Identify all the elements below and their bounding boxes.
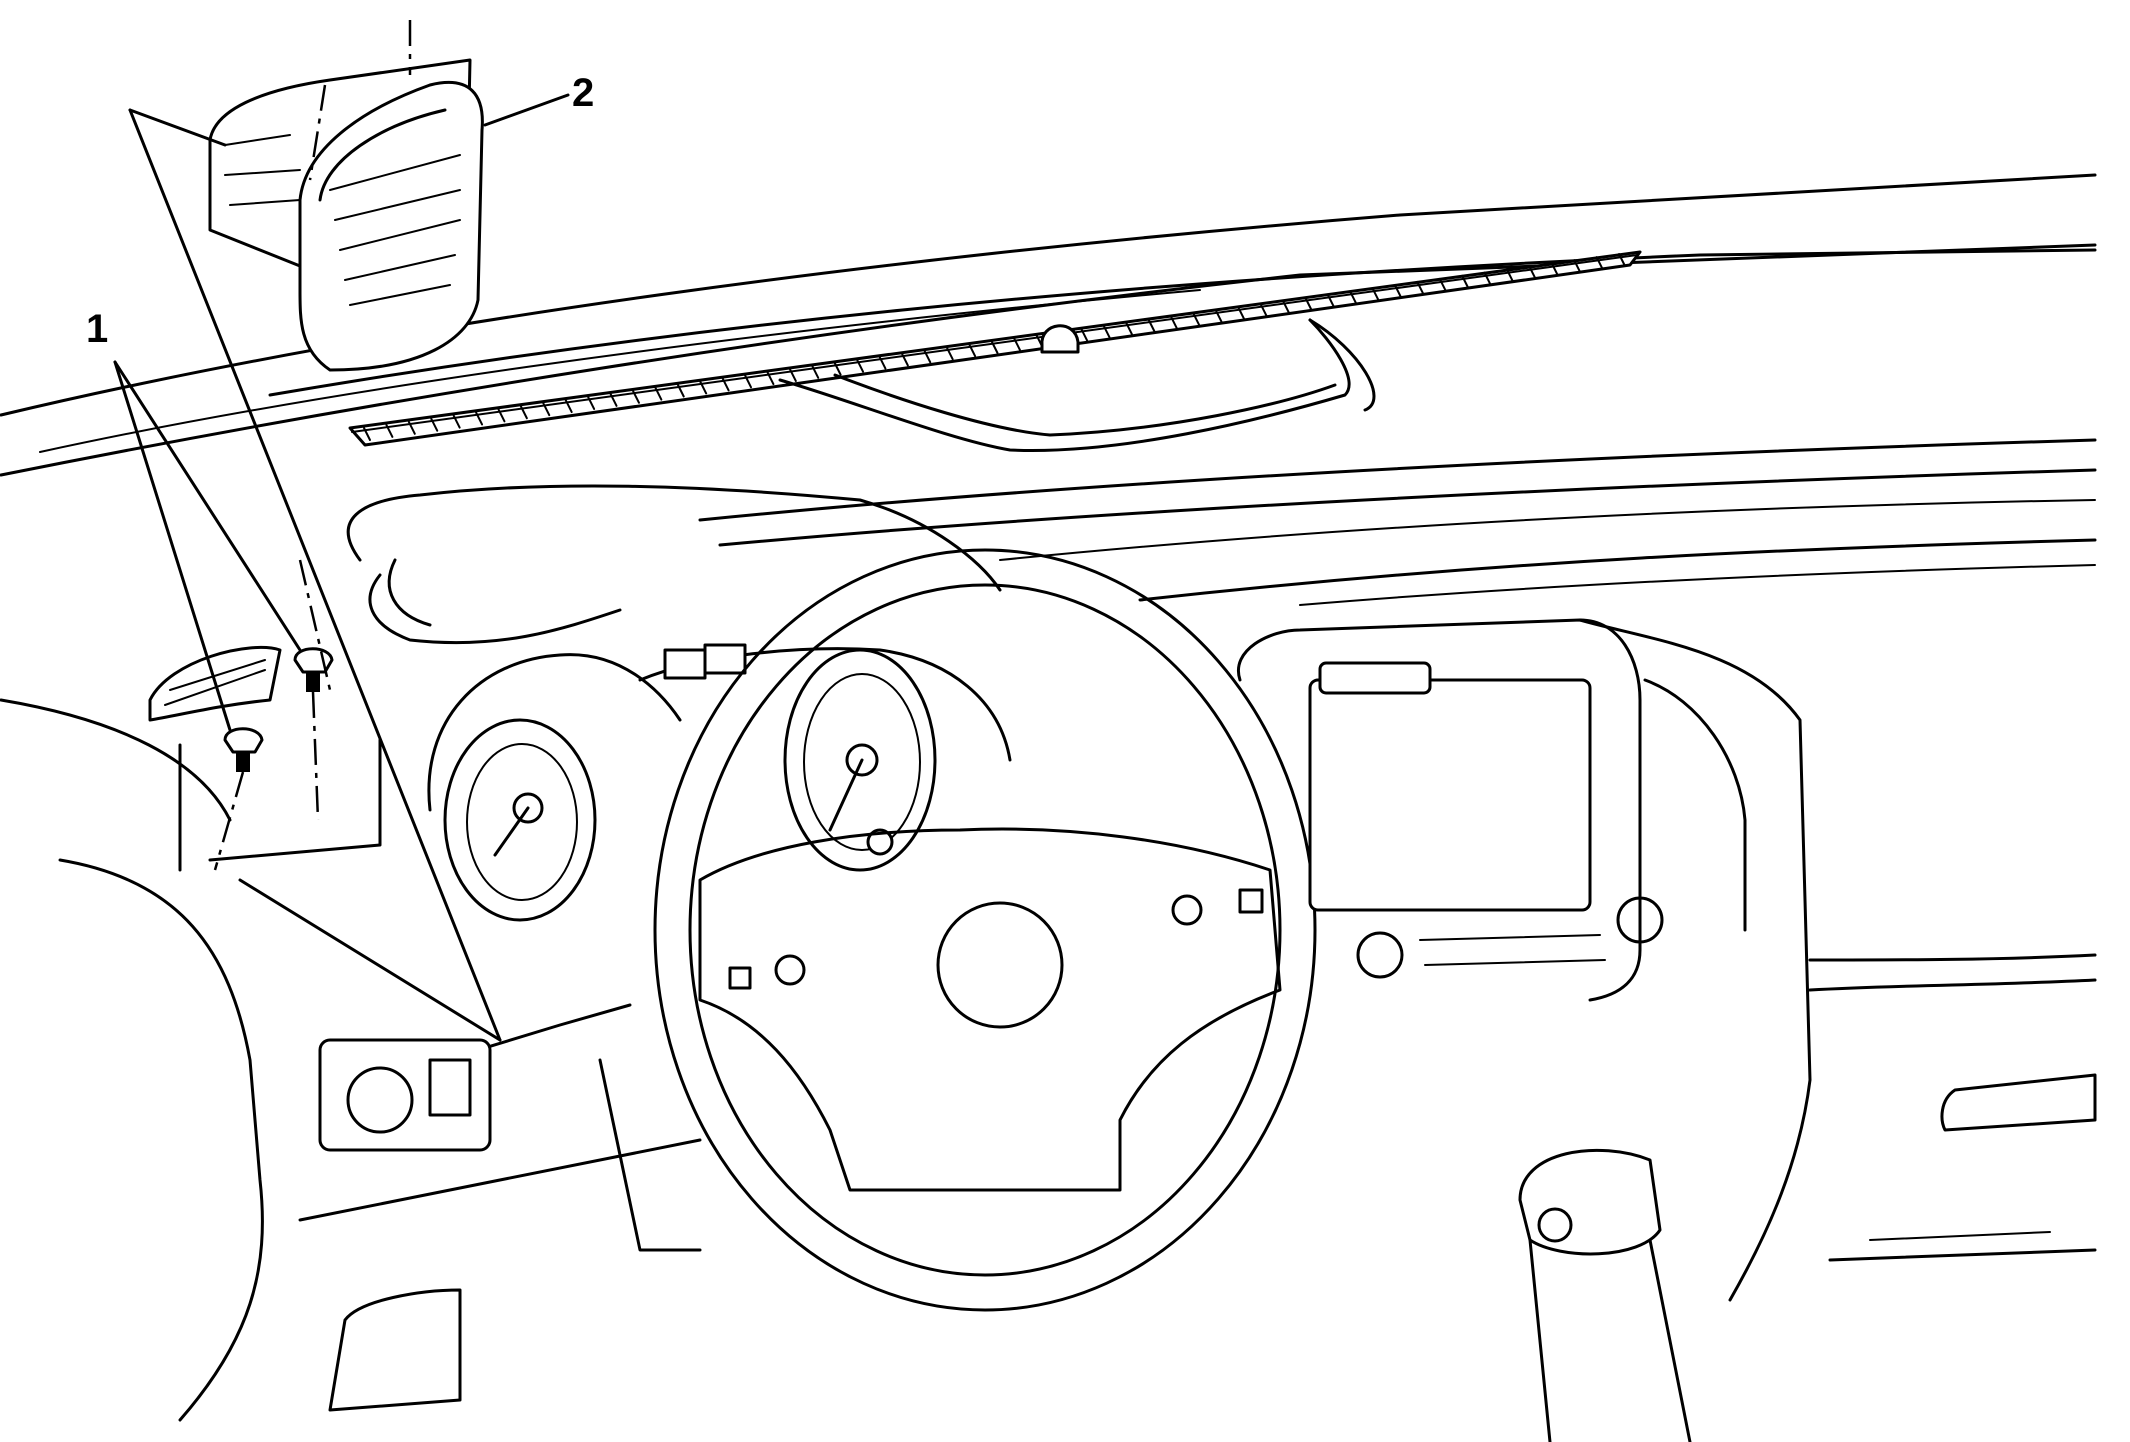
callout-2: 2 [483, 71, 594, 127]
grille-slat [699, 380, 708, 395]
grille-slat [1393, 284, 1402, 299]
grille-slat [1237, 305, 1246, 320]
grille-slat [968, 343, 977, 358]
grille-slat [1483, 271, 1492, 286]
grille-slat [363, 427, 371, 441]
zoom-lines [128, 20, 502, 1042]
grille-slat [1259, 302, 1268, 317]
grille-slat [676, 383, 685, 398]
callout-2-leader [483, 93, 570, 127]
grille-slat [1349, 290, 1358, 305]
grille-slat [407, 420, 416, 435]
grille-slat [1304, 296, 1313, 311]
grille-slat [1124, 321, 1133, 336]
grille-slat [1012, 336, 1021, 351]
grille-slat [654, 386, 663, 401]
fastener-left [213, 727, 264, 871]
grille-slat [497, 408, 506, 423]
grille-slat [1281, 299, 1290, 314]
grille-slat [721, 377, 730, 392]
grille-slat [878, 355, 887, 370]
grille-slat [475, 411, 484, 426]
grille-slat [1080, 327, 1089, 342]
grille-slat [945, 346, 954, 361]
grille-slat [788, 367, 797, 382]
grille-slat [1102, 324, 1111, 339]
center-stack [1236, 618, 1812, 1302]
grille-slat [631, 389, 640, 404]
grille-slat [1371, 287, 1380, 302]
grille-slat [1461, 274, 1470, 289]
lower-dash [0, 698, 702, 1422]
grille-slat [1550, 262, 1559, 277]
grille-slat [990, 340, 999, 354]
grille-slat [564, 399, 573, 414]
grille-slat [519, 405, 528, 420]
dash-panel-lines [698, 438, 2097, 606]
grille-slat [1595, 256, 1604, 271]
center-hood [778, 318, 1376, 452]
callout-1: 1 [86, 307, 302, 732]
gear-shift [1518, 1148, 1692, 1442]
grille-slat [766, 371, 775, 386]
grille-slat [542, 402, 551, 417]
callout-2-label: 2 [572, 71, 594, 115]
steering-wheel [653, 548, 1317, 1312]
callout-1-leader-a [113, 360, 232, 732]
callout-1-label: 1 [86, 307, 108, 351]
defroster-grille [348, 250, 1642, 447]
grille-slat [452, 414, 461, 429]
grille-slat [609, 392, 618, 407]
grille-slat [1573, 259, 1582, 274]
instrument-cluster [427, 643, 1012, 922]
grille-slat [1214, 308, 1223, 323]
right-dash-panel [1808, 953, 2097, 1262]
grille-slat [587, 395, 596, 410]
grille-slat [430, 417, 439, 432]
grille-slat [923, 349, 932, 364]
grille-slat [1169, 315, 1178, 330]
grille-slat [900, 352, 909, 367]
grille-slat [811, 364, 820, 379]
grille-slat [1618, 253, 1626, 267]
grille-slat [385, 423, 394, 438]
grille-slat [1505, 268, 1514, 283]
grille-slat [1438, 277, 1447, 292]
grille-slat [1416, 280, 1425, 295]
grille-slat [1528, 265, 1537, 280]
grille-slat [743, 374, 752, 389]
left-side-vent-opening [148, 645, 382, 872]
grille-slat [1326, 293, 1335, 308]
grille-slat [1192, 312, 1201, 327]
cluster-hood [346, 484, 1002, 645]
grille-slat [856, 358, 865, 373]
air-vent-assembly [208, 58, 484, 372]
grille-slat [833, 361, 842, 376]
grille-slat [1147, 318, 1156, 333]
callout-1-leader-b [113, 360, 302, 652]
